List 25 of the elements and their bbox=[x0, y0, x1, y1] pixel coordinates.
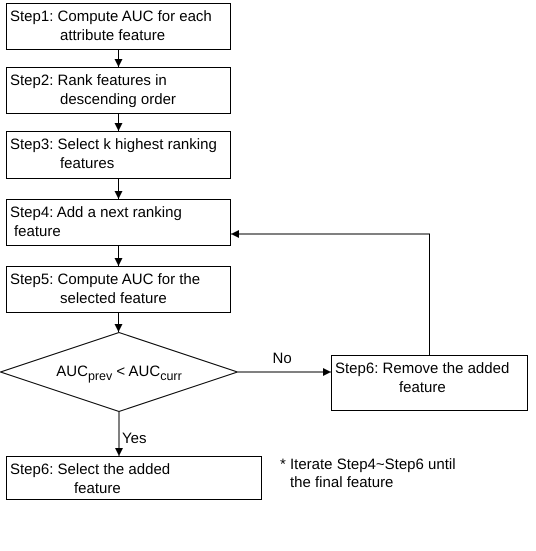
step-text: Step5: Compute AUC for the selected feature bbox=[10, 270, 202, 308]
decision-diamond bbox=[0, 332, 238, 412]
step-text: Step6: Remove the added feature bbox=[335, 359, 510, 397]
step-text: AUC$_{prev}$ < AUC$_{curr}$ bbox=[55, 362, 183, 385]
step-text: Step6: Select the added feature bbox=[10, 460, 172, 498]
process-box bbox=[6, 67, 231, 114]
step-text: Step1: Compute AUC for each attribute feature bbox=[10, 7, 213, 45]
arrow bbox=[114, 178, 122, 200]
arrow bbox=[114, 246, 122, 266]
arrow bbox=[114, 114, 122, 132]
note-text: * Iterate Step4~Step6 until the final feature bbox=[280, 456, 457, 492]
arrow bbox=[238, 368, 332, 376]
process-box bbox=[6, 199, 231, 246]
arrow bbox=[230, 230, 430, 356]
process-box bbox=[6, 131, 231, 179]
arrow bbox=[114, 312, 122, 332]
arrow bbox=[114, 50, 122, 68]
step-text: Step3: Select k highest ranking features bbox=[10, 135, 218, 173]
process-box bbox=[331, 355, 528, 411]
process-box bbox=[6, 456, 262, 500]
process-box bbox=[6, 266, 231, 313]
arrow bbox=[115, 412, 123, 456]
step-text: Step4: Add a next ranking feature bbox=[10, 203, 183, 241]
process-box bbox=[6, 3, 231, 50]
step-text: Step2: Rank features in descending order bbox=[10, 71, 177, 109]
